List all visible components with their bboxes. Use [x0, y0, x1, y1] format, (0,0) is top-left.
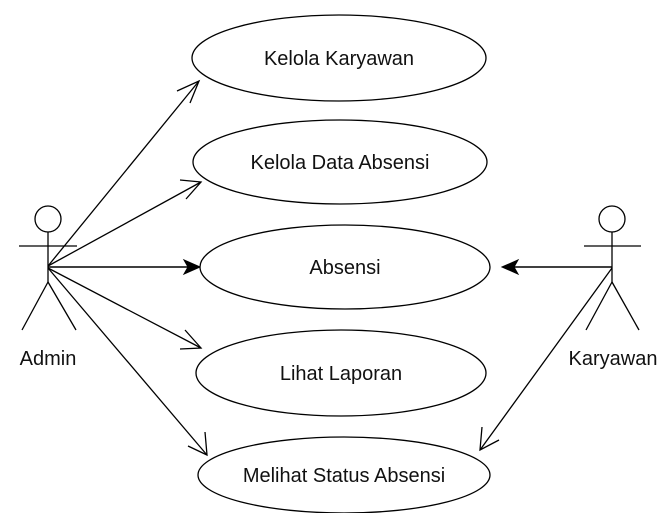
- associations: [47, 80, 613, 456]
- use-case-kelola-data-absensi[interactable]: Kelola Data Absensi: [192, 119, 488, 205]
- use-case-label: Absensi: [309, 257, 380, 279]
- actor-karyawan-head: [598, 205, 626, 233]
- arrowhead-open-icon: [179, 179, 203, 200]
- use-case-label: Kelola Data Absensi: [250, 152, 429, 174]
- use-case-ellipse: [195, 329, 487, 417]
- use-case-ellipse: [197, 436, 491, 513]
- arrowhead-open-icon: [187, 431, 208, 457]
- assoc-admin-melihat-status-absensi[interactable]: [47, 267, 208, 456]
- use-case-melihat-status-absensi[interactable]: Melihat Status Absensi: [197, 436, 491, 513]
- actor-admin-label: Admin: [20, 348, 77, 370]
- actor-karyawan-right-leg: [611, 281, 640, 331]
- use-case-ellipse: [199, 224, 491, 310]
- actor-admin[interactable]: Admin: [19, 205, 77, 370]
- assoc-admin-kelola-karyawan[interactable]: [47, 80, 200, 267]
- arrow-heads: [176, 79, 520, 457]
- use-case-label: Lihat Laporan: [280, 363, 402, 385]
- actor-admin-right-leg: [47, 281, 77, 331]
- use-case-label: Melihat Status Absensi: [243, 465, 445, 487]
- use-case-lihat-laporan[interactable]: Lihat Laporan: [195, 329, 487, 417]
- arrowhead-open-icon: [176, 79, 201, 104]
- use-case-kelola-karyawan[interactable]: Kelola Karyawan: [191, 14, 487, 102]
- actor-admin-head: [34, 205, 62, 233]
- use-case-ellipse: [192, 119, 488, 205]
- assoc-karyawan-melihat-status-absensi[interactable]: [479, 267, 613, 451]
- use-case-ellipse: [191, 14, 487, 102]
- arrowhead-open-icon: [179, 329, 203, 350]
- arrowhead-filled-icon: [182, 258, 202, 276]
- actor-karyawan-label: Karyawan: [569, 348, 658, 370]
- arrowhead-open-icon: [479, 426, 500, 452]
- assoc-admin-kelola-data-absensi[interactable]: [47, 181, 202, 267]
- use-case-absensi[interactable]: Absensi: [199, 224, 491, 310]
- arrowhead-filled-icon: [500, 258, 520, 276]
- actor-karyawan-left-leg: [585, 281, 613, 331]
- assoc-admin-lihat-laporan[interactable]: [47, 267, 202, 349]
- actor-admin-left-leg: [21, 281, 49, 331]
- actor-karyawan[interactable]: Karyawan: [569, 205, 658, 370]
- use-case-label: Kelola Karyawan: [264, 48, 414, 70]
